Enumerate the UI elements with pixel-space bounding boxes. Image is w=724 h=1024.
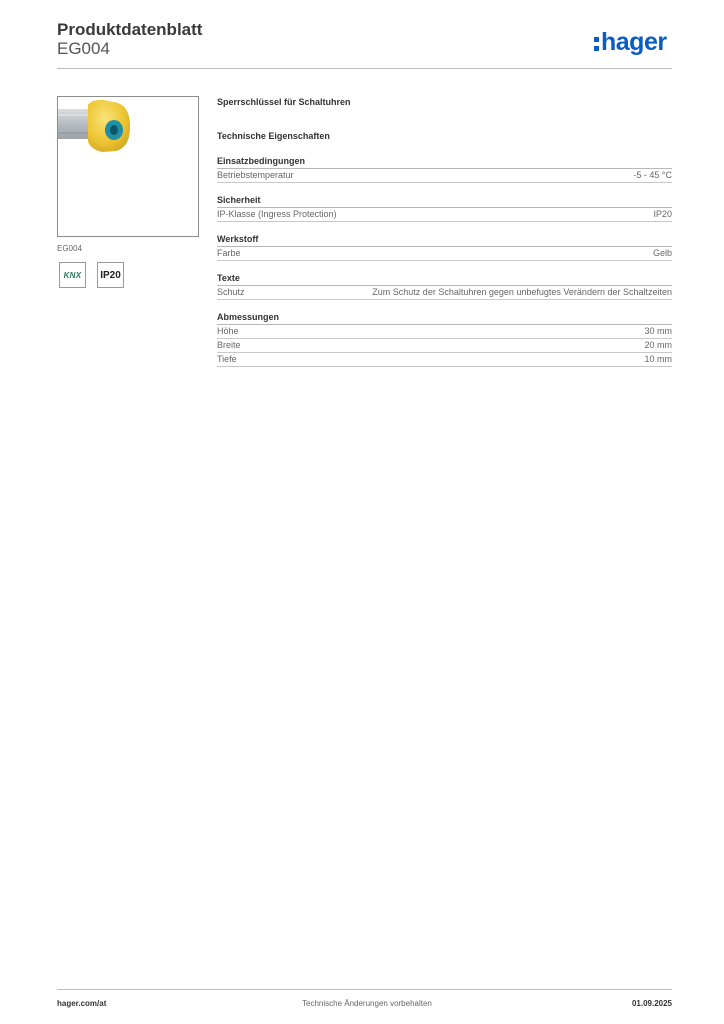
spec-row: Tiefe 10 mm (217, 353, 672, 367)
spec-value: -5 - 45 °C (633, 170, 672, 180)
document-title: Produktdatenblatt (57, 20, 203, 39)
logo-wordmark: hager (601, 27, 667, 56)
image-caption: EG004 (57, 244, 82, 253)
spec-label: Farbe (217, 248, 241, 258)
spec-label: IP-Klasse (Ingress Protection) (217, 209, 337, 219)
section-title: Abmessungen (217, 311, 672, 325)
spec-value: 20 mm (644, 340, 672, 350)
product-image-frame (57, 96, 199, 237)
spec-label: Breite (217, 340, 241, 350)
spec-row: Schutz Zum Schutz der Schaltuhren gegen … (217, 286, 672, 300)
spec-row: Betriebstemperatur -5 - 45 °C (217, 169, 672, 183)
section-title: Einsatzbedingungen (217, 155, 672, 169)
section-einsatzbedingungen: Einsatzbedingungen Betriebstemperatur -5… (217, 155, 672, 183)
logo-dots-icon (594, 37, 599, 51)
footer-website-link[interactable]: hager.com/at (57, 999, 107, 1008)
spec-label: Tiefe (217, 354, 237, 364)
section-title: Sicherheit (217, 194, 672, 208)
footer-date: 01.09.2025 (631, 999, 672, 1008)
spec-value: IP20 (653, 209, 672, 219)
section-title: Werkstoff (217, 233, 672, 247)
spec-row: IP-Klasse (Ingress Protection) IP20 (217, 208, 672, 222)
spec-value: 10 mm (644, 354, 672, 364)
section-werkstoff: Werkstoff Farbe Gelb (217, 233, 672, 261)
spec-label: Höhe (217, 326, 239, 336)
ip-rating-label: IP20 (100, 269, 121, 281)
header-divider (57, 68, 672, 69)
spec-row: Höhe 30 mm (217, 325, 672, 339)
section-sicherheit: Sicherheit IP-Klasse (Ingress Protection… (217, 194, 672, 222)
spec-value: 30 mm (644, 326, 672, 336)
product-name: Sperrschlüssel für Schaltuhren (217, 97, 351, 107)
footer-divider (57, 989, 672, 990)
ip-rating-badge: IP20 (97, 262, 124, 288)
product-image (58, 99, 130, 152)
knx-badge: KNX (59, 262, 86, 288)
footer-notice: Technische Änderungen vorbehalten (302, 999, 432, 1008)
hager-logo: hager (594, 27, 667, 57)
knx-logo-icon: KNX (63, 270, 82, 280)
product-code: EG004 (57, 39, 110, 58)
spec-label: Betriebstemperatur (217, 170, 294, 180)
tech-properties-heading: Technische Eigenschaften (217, 131, 330, 141)
spec-row: Breite 20 mm (217, 339, 672, 353)
section-title: Texte (217, 272, 672, 286)
spec-label: Schutz (217, 287, 245, 297)
section-texte: Texte Schutz Zum Schutz der Schaltuhren … (217, 272, 672, 300)
product-specs: Sperrschlüssel für Schaltuhren Technisch… (217, 96, 672, 367)
spec-row: Farbe Gelb (217, 247, 672, 261)
spec-value: Zum Schutz der Schaltuhren gegen unbefug… (372, 287, 672, 297)
section-abmessungen: Abmessungen Höhe 30 mm Breite 20 mm Tief… (217, 311, 672, 367)
spec-value: Gelb (652, 248, 672, 258)
